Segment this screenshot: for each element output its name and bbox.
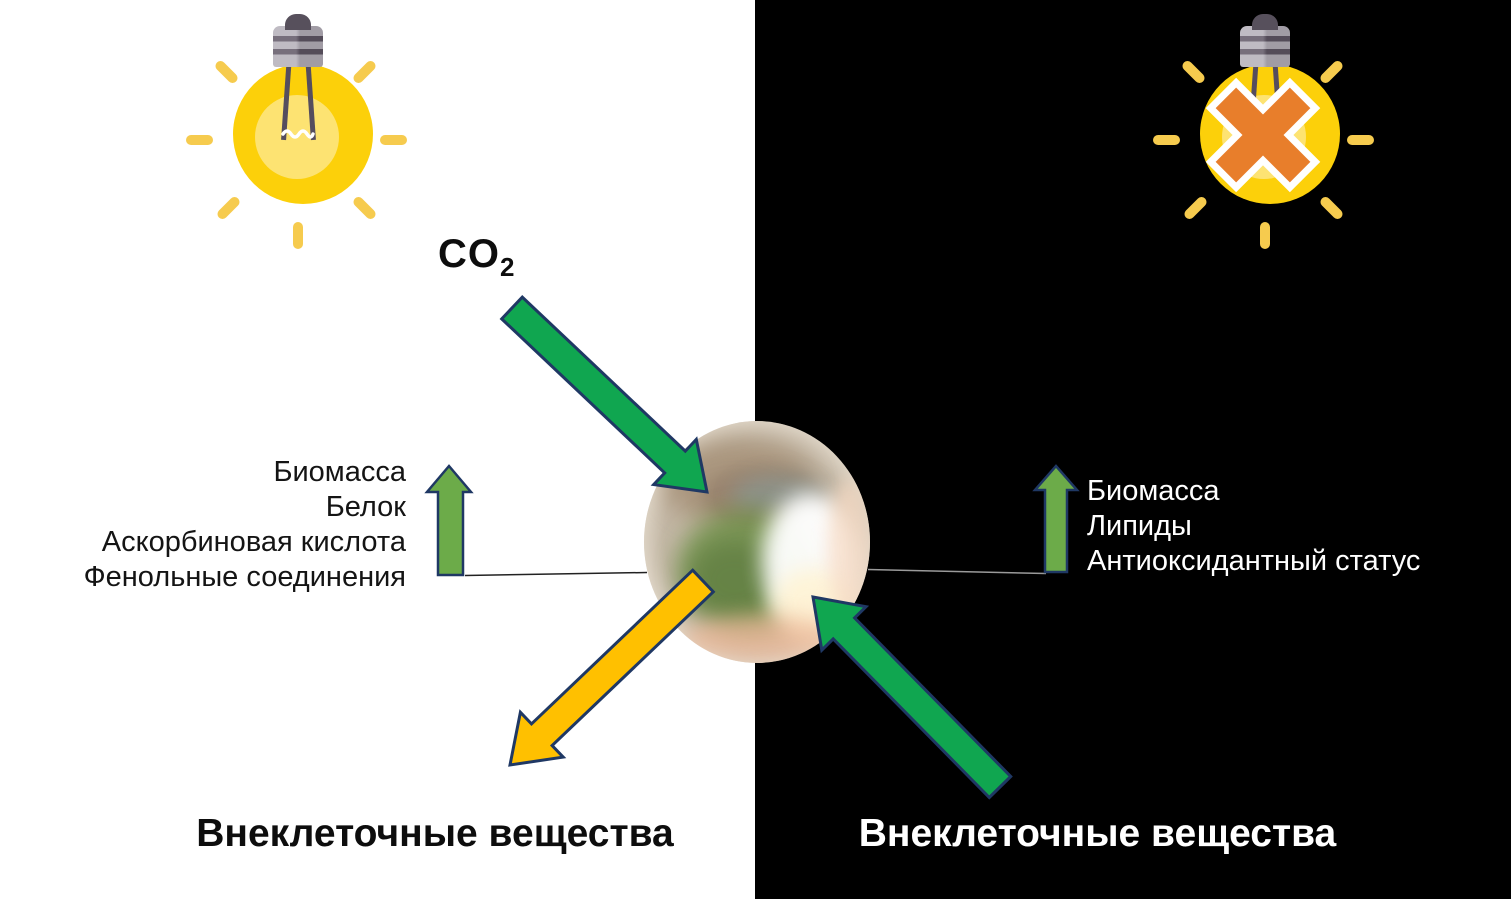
microalgae-cell-image	[644, 421, 870, 663]
bulb-ray	[213, 58, 240, 86]
list-item: Белок	[325, 491, 406, 523]
extracellular-label-light: Внеклеточные вещества	[196, 812, 674, 855]
cell-rim	[682, 615, 844, 661]
extracellular-label-dark: Внеклеточные вещества	[858, 812, 1337, 855]
bulb-ray	[1347, 135, 1374, 145]
bulb-screw-base	[273, 26, 323, 67]
bulb-ray	[351, 194, 378, 222]
bulb-ray	[186, 135, 213, 145]
bulb-ray	[351, 58, 378, 86]
bulb-ray	[215, 194, 242, 222]
co2-text: CO	[438, 232, 500, 276]
bulb-ray	[1260, 222, 1270, 249]
no-light-cross-icon	[1205, 77, 1321, 193]
bulb-ray	[380, 135, 407, 145]
list-item: Аскорбиновая кислота	[101, 526, 406, 558]
list-item: Фенольные соединения	[83, 561, 406, 593]
lightbulb-off-icon	[1147, 10, 1387, 260]
co2-subscript: 2	[500, 252, 516, 282]
increase-arrow-light	[424, 464, 474, 577]
bulb-filament-coil	[281, 129, 315, 139]
light-increased-list: Биомасса Белок Аскорбиновая кислота Фено…	[84, 455, 406, 595]
list-item: Антиоксидантный статус	[1087, 545, 1421, 577]
cell-rim	[828, 479, 870, 621]
bulb-cap	[285, 14, 311, 30]
bulb-cap	[1252, 14, 1278, 30]
dark-panel-background	[755, 0, 1511, 899]
connector-line-light	[464, 571, 648, 577]
co2-label: CO2	[438, 232, 515, 283]
bulb-ray	[293, 222, 303, 249]
list-item: Биомасса	[1087, 475, 1220, 507]
list-item: Биомасса	[273, 456, 406, 488]
lightbulb-on-icon	[180, 10, 420, 260]
list-item: Липиды	[1087, 510, 1192, 542]
bulb-ray	[1153, 135, 1180, 145]
dark-increased-list: Биомасса Липиды Антиоксидантный статус	[1087, 474, 1420, 579]
bulb-screw-base	[1240, 26, 1290, 67]
